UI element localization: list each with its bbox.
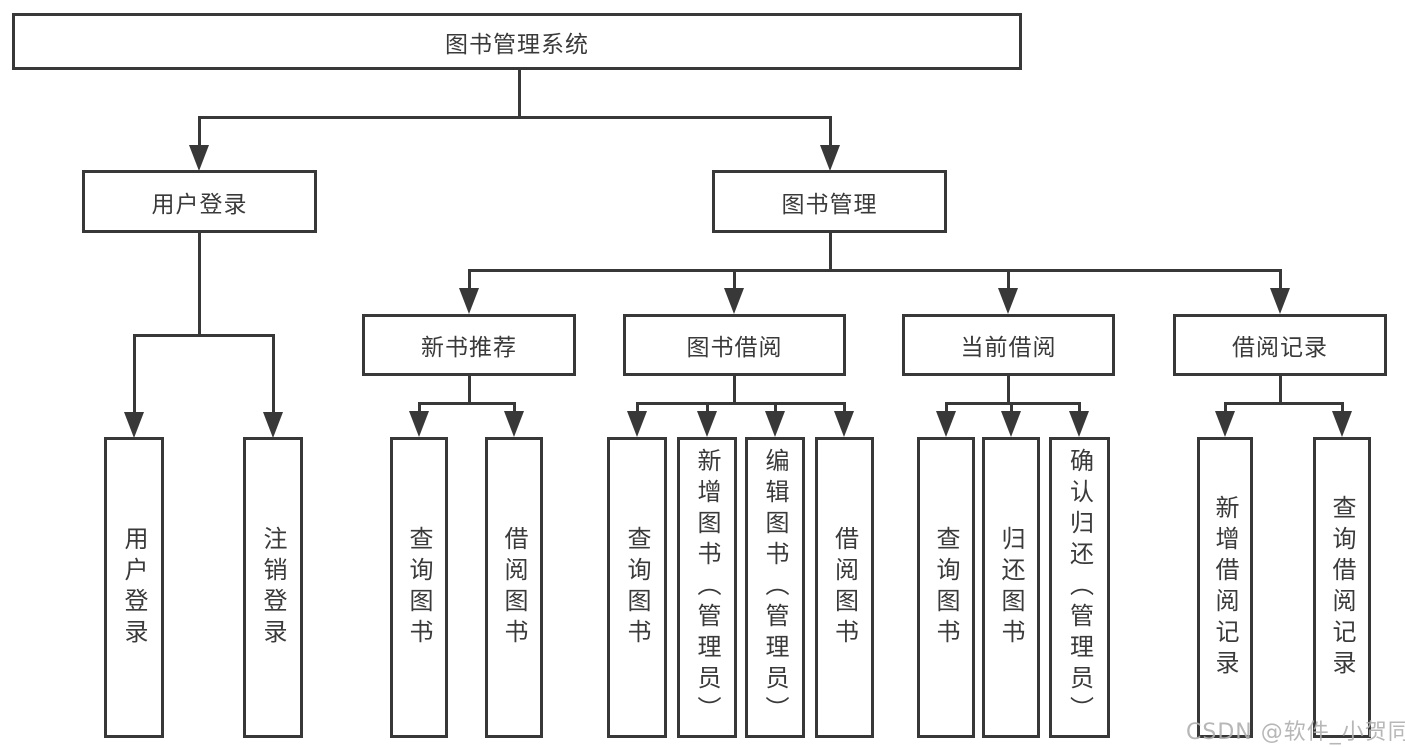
connector-to-leaf-query-recommend bbox=[418, 402, 421, 414]
connector-to-leaf-add-book bbox=[706, 402, 709, 414]
connector-to-leaf-borrow-borrowing bbox=[843, 402, 846, 414]
connector-user-login-horizontal bbox=[133, 334, 274, 337]
arrow-down-book-borrowing-icon bbox=[724, 288, 744, 314]
arrow-down-leaf-add-record-icon bbox=[1215, 411, 1235, 437]
leaf-query-borrow-record: 查询借阅记录 bbox=[1313, 437, 1371, 738]
arrow-down-leaf-add-book-icon bbox=[697, 411, 717, 437]
arrow-down-leaf-user-login-icon bbox=[124, 412, 144, 438]
connector-to-leaf-confirm-return bbox=[1078, 402, 1081, 414]
arrow-down-leaf-borrow-recommend-icon bbox=[504, 411, 524, 437]
connector-level1-horizontal bbox=[198, 116, 832, 119]
node-user-login: 用户登录 bbox=[82, 170, 317, 233]
connector-to-user-login bbox=[198, 116, 201, 148]
arrow-down-leaf-confirm-return-icon bbox=[1069, 411, 1089, 437]
connector-to-leaf-query-borrowing bbox=[636, 402, 639, 414]
leaf-query-books-current: 查询图书 bbox=[917, 437, 975, 738]
arrow-down-leaf-query-borrowing-icon bbox=[627, 411, 647, 437]
leaf-add-borrow-record: 新增借阅记录 bbox=[1197, 437, 1253, 738]
connector-to-new-book bbox=[468, 269, 471, 291]
leaf-query-books-borrowing: 查询图书 bbox=[607, 437, 667, 738]
connector-new-book-horizontal bbox=[418, 402, 516, 405]
connector-borrowing-records-stem bbox=[1279, 376, 1282, 405]
leaf-edit-book-admin: 编辑图书（管理员） bbox=[745, 437, 805, 738]
leaf-logout: 注销登录 bbox=[243, 437, 303, 738]
leaf-borrow-books-borrowing: 借阅图书 bbox=[815, 437, 874, 738]
connector-new-book-stem bbox=[468, 376, 471, 405]
connector-to-leaf-query-current bbox=[945, 402, 948, 414]
arrow-down-leaf-borrow-borrowing-icon bbox=[834, 411, 854, 437]
leaf-confirm-return-admin: 确认归还（管理员） bbox=[1049, 437, 1110, 738]
arrow-down-leaf-query-recommend-icon bbox=[409, 411, 429, 437]
arrow-down-leaf-logout-icon bbox=[263, 412, 283, 438]
connector-level3-horizontal bbox=[468, 269, 1282, 272]
arrow-down-leaf-query-current-icon bbox=[936, 411, 956, 437]
connector-to-leaf-borrow-recommend bbox=[513, 402, 516, 414]
node-borrowing-records: 借阅记录 bbox=[1173, 314, 1387, 376]
arrow-down-user-login-icon bbox=[189, 145, 209, 171]
leaf-add-book-admin: 新增图书（管理员） bbox=[677, 437, 737, 738]
connector-to-leaf-logout bbox=[272, 334, 275, 414]
arrow-down-leaf-edit-book-icon bbox=[765, 411, 785, 437]
connector-book-borrowing-horizontal bbox=[636, 402, 846, 405]
connector-to-book-borrowing bbox=[733, 269, 736, 291]
leaf-query-books-recommend: 查询图书 bbox=[390, 437, 448, 738]
connector-book-management-stem bbox=[829, 233, 832, 271]
node-current-borrowing: 当前借阅 bbox=[902, 314, 1115, 376]
connector-to-leaf-user-login bbox=[133, 334, 136, 414]
arrow-down-leaf-query-record-icon bbox=[1332, 411, 1352, 437]
leaf-return-book: 归还图书 bbox=[982, 437, 1040, 738]
node-book-management-system: 图书管理系统 bbox=[12, 13, 1022, 70]
connector-current-borrowing-horizontal bbox=[945, 402, 1081, 405]
arrow-down-book-management-icon bbox=[820, 145, 840, 171]
leaf-user-login: 用户登录 bbox=[104, 437, 164, 738]
connector-to-borrowing-records bbox=[1279, 269, 1282, 291]
arrow-down-current-borrowing-icon bbox=[998, 288, 1018, 314]
connector-book-borrowing-stem bbox=[733, 376, 736, 405]
connector-to-book-management bbox=[829, 116, 832, 148]
connector-current-borrowing-stem bbox=[1007, 376, 1010, 405]
connector-user-login-stem bbox=[198, 233, 201, 336]
connector-to-leaf-return-book bbox=[1010, 402, 1013, 414]
arrow-down-borrowing-records-icon bbox=[1270, 288, 1290, 314]
leaf-borrow-books-recommend: 借阅图书 bbox=[485, 437, 543, 738]
connector-to-leaf-add-record bbox=[1224, 402, 1227, 414]
node-new-book-recommend: 新书推荐 bbox=[362, 314, 576, 376]
connector-root-stem bbox=[518, 69, 521, 118]
arrow-down-leaf-return-book-icon bbox=[1001, 411, 1021, 437]
connector-to-leaf-edit-book bbox=[774, 402, 777, 414]
node-book-management: 图书管理 bbox=[712, 170, 947, 233]
node-book-borrowing: 图书借阅 bbox=[623, 314, 846, 376]
csdn-watermark: CSDN @软件_小贺同学 bbox=[1186, 720, 1405, 745]
connector-to-current-borrowing bbox=[1007, 269, 1010, 291]
connector-borrowing-records-horizontal bbox=[1224, 402, 1344, 405]
connector-to-leaf-query-record bbox=[1341, 402, 1344, 414]
arrow-down-new-book-icon bbox=[459, 288, 479, 314]
